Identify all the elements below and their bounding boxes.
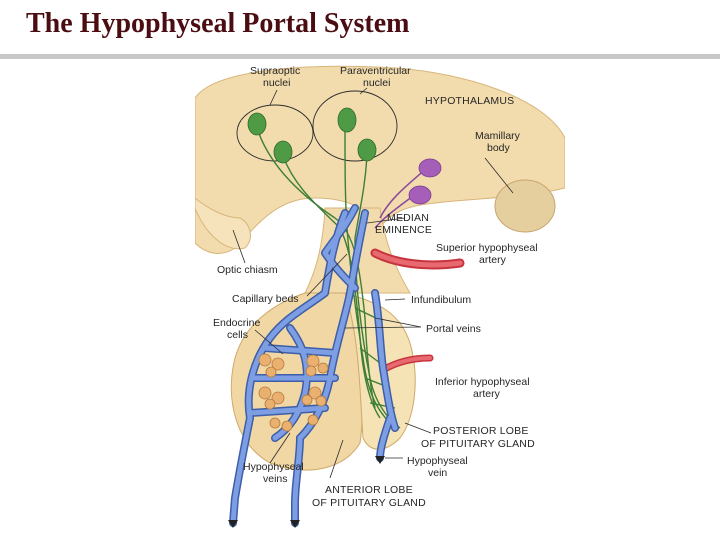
label-anterior-lobe-2: OF PITUITARY GLAND xyxy=(312,497,426,509)
label-mamillary: Mamillary xyxy=(475,130,521,142)
arrow-posterior-vein xyxy=(375,456,385,464)
label-median-eminence-2: EMINENCE xyxy=(375,224,432,236)
label-optic-chiasm: Optic chiasm xyxy=(217,264,278,276)
label-mamillary-2: body xyxy=(487,142,511,154)
label-median-eminence: MEDIAN xyxy=(387,212,429,224)
label-infundibulum: Infundibulum xyxy=(411,294,471,306)
label-superior-artery-2: artery xyxy=(479,254,507,266)
label-portal-veins: Portal veins xyxy=(426,323,481,335)
arrow-right-vein xyxy=(290,520,300,528)
paraventricular-nuclei-outline xyxy=(312,90,398,162)
label-posterior-lobe-2: OF PITUITARY GLAND xyxy=(421,438,535,450)
arteries xyxy=(370,248,465,374)
supraoptic-nuclei-outline xyxy=(236,104,314,162)
label-anterior-lobe: ANTERIOR LOBE xyxy=(325,484,413,496)
label-inferior-artery-2: artery xyxy=(473,388,501,400)
optic-chiasm-tissue xyxy=(195,197,251,250)
slide-title: The Hypophyseal Portal System xyxy=(26,8,410,39)
label-hypophyseal-veins-2: veins xyxy=(263,473,288,485)
diagram-labels: Supraoptic nuclei Paraventricular nuclei… xyxy=(213,65,538,509)
label-endocrine: Endocrine xyxy=(213,317,260,329)
leader-lines xyxy=(232,87,514,479)
label-inferior-artery: Inferior hypophyseal xyxy=(435,376,530,388)
purple-neurons xyxy=(374,158,442,229)
label-superior-artery: Superior hypophyseal xyxy=(436,242,538,254)
label-supraoptic-2: nuclei xyxy=(263,77,290,89)
label-paraventricular: Paraventricular xyxy=(340,65,411,77)
hypothalamus-tissue xyxy=(195,65,565,254)
label-posterior-lobe: POSTERIOR LOBE xyxy=(433,425,529,437)
arrow-left-vein xyxy=(228,520,238,528)
hypophyseal-portal-diagram: Supraoptic nuclei Paraventricular nuclei… xyxy=(195,65,565,528)
label-endocrine-2: cells xyxy=(227,329,248,341)
label-paraventricular-2: nuclei xyxy=(363,77,390,89)
label-hypophyseal-vein-2: vein xyxy=(428,467,447,479)
label-hypophyseal-vein: Hypophyseal xyxy=(407,455,468,467)
title-divider xyxy=(0,54,720,59)
green-neuron-cells xyxy=(247,107,377,164)
label-supraoptic: Supraoptic xyxy=(250,65,300,77)
endocrine-cells xyxy=(258,353,329,432)
label-hypothalamus: HYPOTHALAMUS xyxy=(425,95,514,107)
mamillary-body xyxy=(494,179,556,233)
flow-arrows xyxy=(228,456,385,528)
label-capillary-beds: Capillary beds xyxy=(232,293,299,305)
label-hypophyseal-veins: Hypophyseal xyxy=(243,461,304,473)
